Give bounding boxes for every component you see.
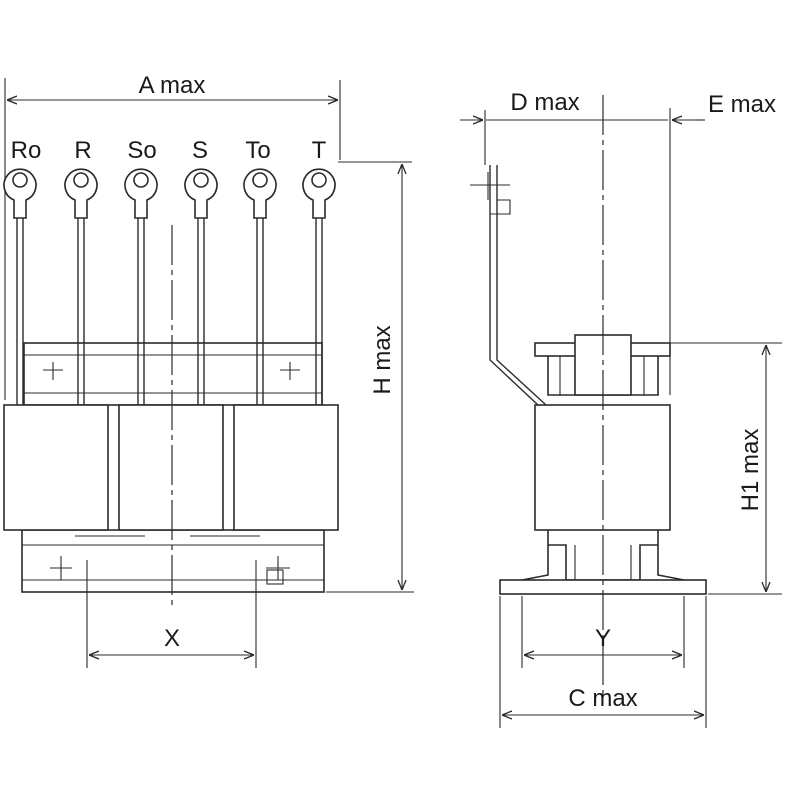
terminal-t [302,168,336,405]
label-x: X [164,625,180,652]
label-c-max: C max [568,685,637,712]
terminal-r [64,168,98,405]
dimension-y: Y [521,596,685,668]
ring-lug-icon [302,168,336,219]
ring-lug-icon [184,168,218,219]
label-d-max: D max [510,89,579,116]
terminal-label-ro: Ro [11,137,42,164]
coil-right [233,404,339,531]
terminal-labels: Ro R So S To T [11,137,327,164]
terminal-label-s: S [192,137,208,164]
coils [3,404,339,537]
dimension-c-max: C max [499,596,707,728]
lower-clamp [21,529,325,593]
terminal-to [243,168,277,405]
label-a-max: A max [139,72,206,99]
dimension-e-max: E max [672,91,776,120]
dimension-h1-max: H1 max [670,342,782,595]
terminal-label-to: To [245,137,270,164]
front-view: A max Ro R So S To T [3,72,414,668]
side-view: D max E max H1 max Y C max [460,89,782,728]
label-e-max: E max [708,91,776,118]
ring-lug-icon [64,168,98,219]
terminal-so [124,168,158,405]
label-h-max: H max [369,325,396,394]
label-h1-max: H1 max [737,429,764,512]
upper-clamp [23,342,323,406]
terminal-label-t: T [312,137,327,164]
terminal-ro [3,168,37,405]
side-lead-wire [470,165,547,406]
terminal-label-so: So [127,137,156,164]
ring-lug-icon [124,168,158,219]
terminal-s [184,168,218,405]
dimension-a-max: A max [4,72,341,400]
coil-center [118,404,224,531]
terminal-label-r: R [74,137,91,164]
dimension-x: X [86,560,257,668]
dimension-h-max: H max [326,161,414,593]
dimension-d-max: D max [460,89,671,395]
label-y: Y [595,625,611,652]
ring-lug-icon [243,168,277,219]
coil-left [3,404,109,531]
ring-lug-icon [3,168,37,219]
terminal-wires [3,168,336,405]
